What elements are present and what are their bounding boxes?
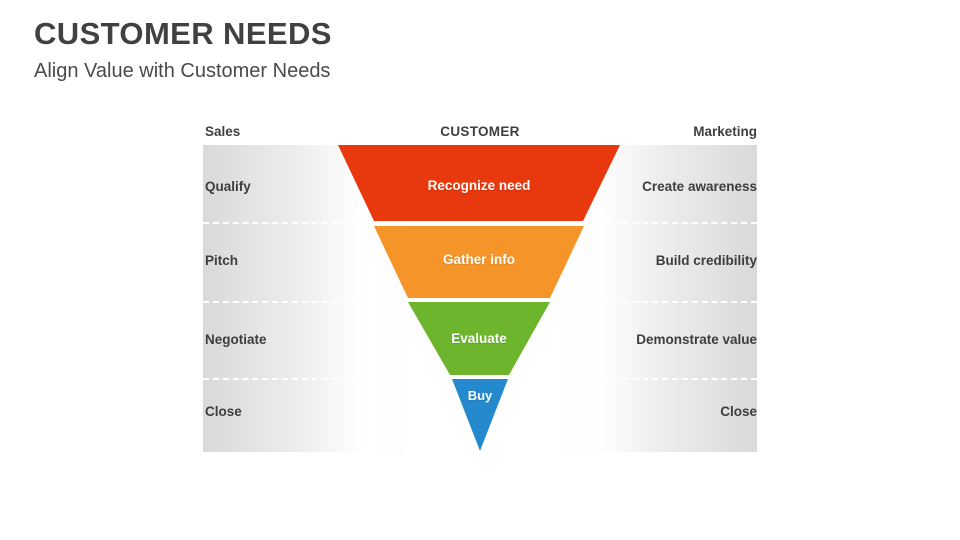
row-divider-left-3 — [203, 378, 367, 380]
funnel-stage-4-label: Buy — [467, 388, 493, 403]
row-divider-right-3 — [593, 378, 757, 380]
funnel-stage-2-shape[interactable] — [374, 226, 584, 298]
marketing-label-stage-3: Demonstrate value — [636, 332, 757, 347]
column-header-marketing: Marketing — [693, 124, 757, 139]
row-divider-right-2 — [593, 301, 757, 303]
sales-panel — [203, 145, 367, 452]
marketing-label-stage-1: Create awareness — [642, 179, 757, 194]
funnel-stage-1-label: Recognize need — [427, 178, 531, 193]
row-divider-left-2 — [203, 301, 367, 303]
funnel-stage-2-label: Gather info — [442, 252, 515, 267]
row-divider-right-1 — [593, 222, 757, 224]
sales-label-stage-3: Negotiate — [205, 332, 267, 347]
funnel-stage-1-shape[interactable] — [338, 145, 620, 221]
sales-label-stage-4: Close — [205, 404, 242, 419]
marketing-label-stage-4: Close — [720, 404, 757, 419]
page-subtitle: Align Value with Customer Needs — [34, 60, 331, 82]
marketing-panel — [593, 145, 757, 452]
page-title: CUSTOMER NEEDS — [34, 16, 332, 51]
column-header-sales: Sales — [205, 124, 241, 139]
title-block: CUSTOMER NEEDS Align Value with Customer… — [34, 16, 734, 84]
funnel-stage-3-label: Evaluate — [451, 331, 507, 346]
marketing-label-stage-2: Build credibility — [655, 253, 757, 268]
row-divider-left-1 — [203, 222, 367, 224]
sales-label-stage-2: Pitch — [205, 253, 239, 268]
sales-label-stage-1: Qualify — [205, 179, 251, 194]
column-header-customer: CUSTOMER — [440, 124, 520, 139]
funnel-stage-4-shape[interactable] — [452, 379, 508, 451]
funnel-stage-3-shape[interactable] — [408, 302, 550, 375]
